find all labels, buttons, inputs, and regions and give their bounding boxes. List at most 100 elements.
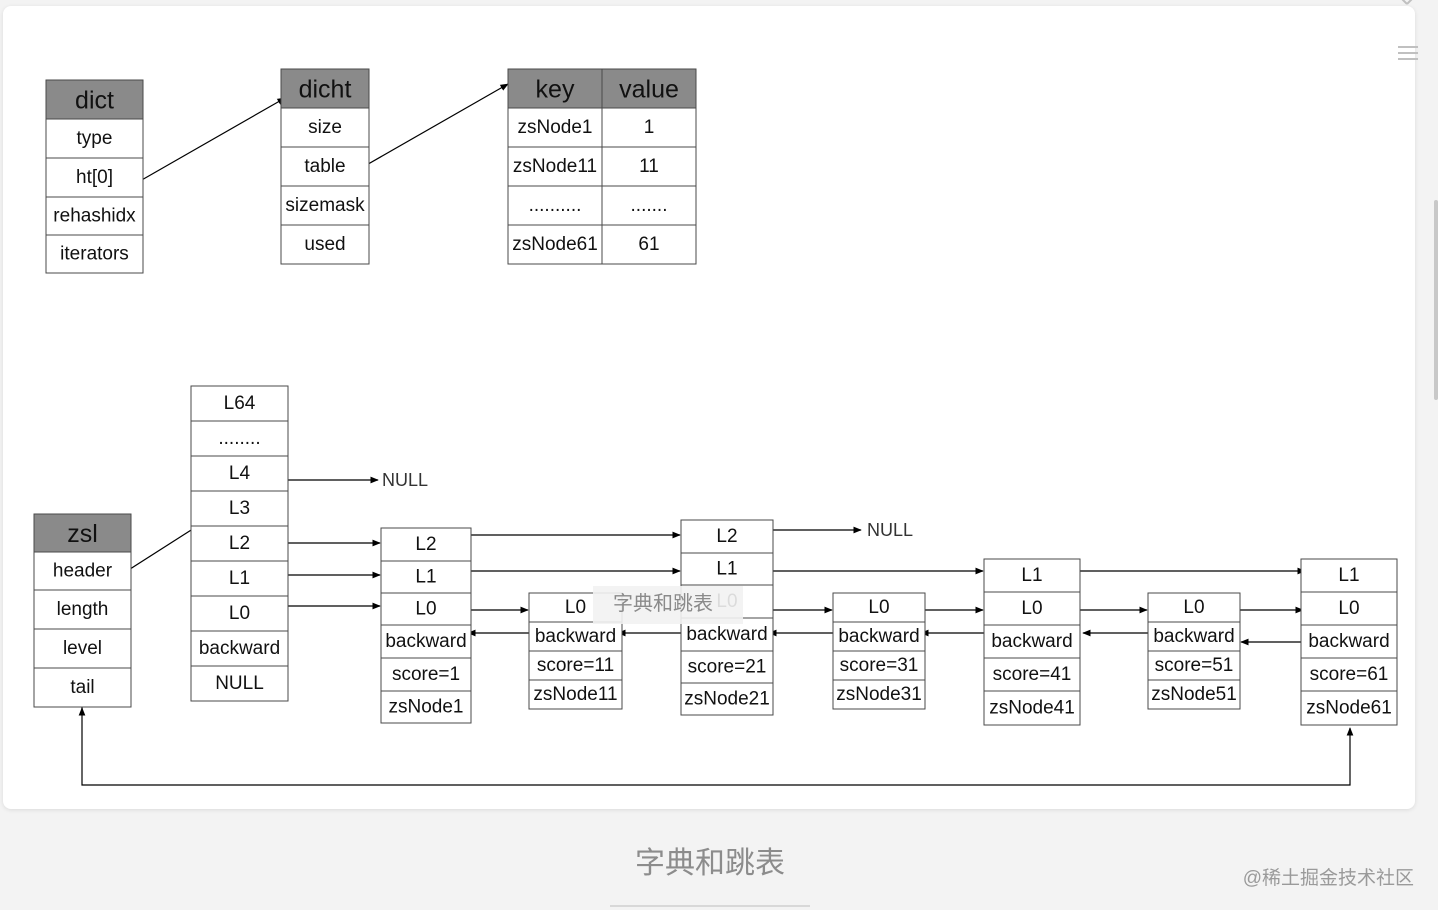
- header-node-field-1: ........: [218, 428, 260, 449]
- header-node-field-5: L1: [229, 568, 250, 589]
- skiplist-node-cell: [528, 679, 623, 710]
- skiplist-node-3-field: zsNode21: [684, 689, 770, 710]
- skiplist-node-cell: [1147, 592, 1241, 623]
- header-node-field-3: L3: [229, 498, 250, 519]
- skiplist-node-3-field: L2: [716, 526, 737, 547]
- skiplist-node-2-field: score=11: [537, 655, 614, 676]
- dictht-field-cell: [280, 185, 370, 226]
- hashtable-cell: [601, 146, 697, 187]
- skiplist-node-cell: [380, 592, 472, 626]
- zsl-field-cell: [33, 628, 132, 669]
- dict-field-cell: [45, 157, 144, 198]
- hashtable-value: 1: [644, 117, 655, 138]
- zsl-field-1: length: [57, 599, 109, 620]
- dict-field-cell: [45, 118, 144, 159]
- header-node-field-8: NULL: [215, 673, 264, 694]
- zsl-field-cell: [33, 589, 132, 630]
- skiplist-node-cell: [1300, 624, 1398, 659]
- skiplist-node-1-field: score=1: [392, 664, 460, 685]
- skiplist-node-cell: [1147, 679, 1241, 710]
- hashtable-value: 61: [638, 234, 659, 255]
- dict-field-2: rehashidx: [53, 206, 136, 227]
- hashtable-header-1: value: [619, 76, 679, 104]
- hashtable-value: zsNode1: [518, 117, 593, 138]
- header-node-cell: [190, 630, 289, 667]
- skiplist-node-1-field: L2: [415, 534, 436, 555]
- header-node-cell: [190, 525, 289, 562]
- header-node-cell: [190, 490, 289, 527]
- skiplist-node-cell: [1300, 558, 1398, 593]
- dict-title: dict: [75, 87, 114, 115]
- dict-field-cell: [45, 196, 144, 236]
- zsl-field-cell: [33, 551, 132, 591]
- hashtable-value: 11: [639, 156, 659, 177]
- header-node-cell: [190, 595, 289, 632]
- figure-caption: 字典和跳表: [635, 847, 785, 880]
- skiplist-node-7-field: L1: [1338, 565, 1359, 586]
- hashtable-value: .......: [631, 195, 668, 216]
- skiplist-node-1-field: L0: [415, 599, 436, 620]
- tail-pointer-line: [81, 707, 1354, 786]
- skiplist-node-4-field: backward: [838, 626, 919, 647]
- close-icon[interactable]: [1398, 0, 1418, 8]
- null-label-l4: NULL: [382, 470, 428, 490]
- hashtable-header-0: key: [536, 76, 575, 104]
- skiplist-node-2-field: L0: [565, 597, 586, 618]
- scrollbar[interactable]: [1434, 200, 1438, 400]
- skiplist-node-cell: [380, 690, 472, 724]
- hashtable-cell: [601, 224, 697, 265]
- skiplist-node-cell: [680, 650, 774, 684]
- skiplist-node-6-field: backward: [1153, 626, 1234, 647]
- zsl-title: zsl: [67, 520, 98, 548]
- dictht-field-cell: [280, 107, 370, 148]
- header-node-cell: [190, 385, 289, 422]
- skiplist-node-4-field: zsNode31: [836, 684, 922, 705]
- header-node-field-7: backward: [199, 638, 280, 659]
- header-node-field-0: L64: [224, 393, 256, 414]
- hashtable-cell: [507, 185, 603, 226]
- skiplist-node-cell: [680, 552, 774, 586]
- skiplist-node-1-field: backward: [385, 631, 466, 652]
- zsl-field-cell: [33, 667, 132, 708]
- skiplist-node-2-field: backward: [535, 626, 616, 647]
- skiplist-node-cell: [680, 682, 774, 716]
- skiplist-node-5-field: L0: [1021, 598, 1042, 619]
- skiplist-node-7-field: L0: [1338, 598, 1359, 619]
- hashtable-cell: [507, 146, 603, 187]
- skiplist-node-3-field: L1: [716, 559, 737, 580]
- header-node-cell: [190, 665, 289, 702]
- menu-icon[interactable]: [1397, 44, 1419, 64]
- skiplist-node-cell: [983, 591, 1081, 626]
- skiplist-node-2-field: zsNode11: [533, 684, 617, 705]
- dict-field-0: type: [77, 128, 113, 149]
- tooltip-bg: [593, 586, 743, 624]
- skiplist-node-cell: [1147, 621, 1241, 652]
- arrow-table-to-buckets: [362, 83, 509, 168]
- dict-field-cell: [45, 234, 144, 274]
- skiplist-node-5-field: zsNode41: [989, 698, 1075, 719]
- skiplist-node-cell: [380, 527, 472, 562]
- skiplist-node-cell: [983, 657, 1081, 692]
- skiplist-node-cell: [832, 679, 926, 710]
- dict-field-1: ht[0]: [76, 167, 113, 188]
- skiplist-node-4-field: score=31: [840, 655, 919, 676]
- arrow-header-to-head-node: [126, 524, 200, 572]
- arrow-ht0-to-dicht: [139, 97, 286, 182]
- skiplist-node-6-field: zsNode51: [1151, 684, 1237, 705]
- skiplist-node-cell: [680, 519, 774, 554]
- skiplist-node-5-field: L1: [1021, 565, 1042, 586]
- hashtable-cell: [601, 107, 697, 148]
- skiplist-node-7-field: backward: [1308, 631, 1389, 652]
- zsl-field-2: level: [63, 638, 102, 659]
- skiplist-node-cell: [832, 650, 926, 681]
- skiplist-node-cell: [983, 624, 1081, 659]
- skiplist-node-7-field: score=61: [1310, 664, 1389, 685]
- zsl-field-0: header: [53, 561, 113, 582]
- skiplist-node-cell: [983, 690, 1081, 726]
- dictht-field-0: size: [308, 117, 342, 138]
- dictht-field-2: sizemask: [285, 195, 365, 216]
- caption-underline: [610, 905, 810, 907]
- dictht-title: dicht: [299, 76, 352, 104]
- skiplist-node-1-field: L1: [415, 567, 436, 588]
